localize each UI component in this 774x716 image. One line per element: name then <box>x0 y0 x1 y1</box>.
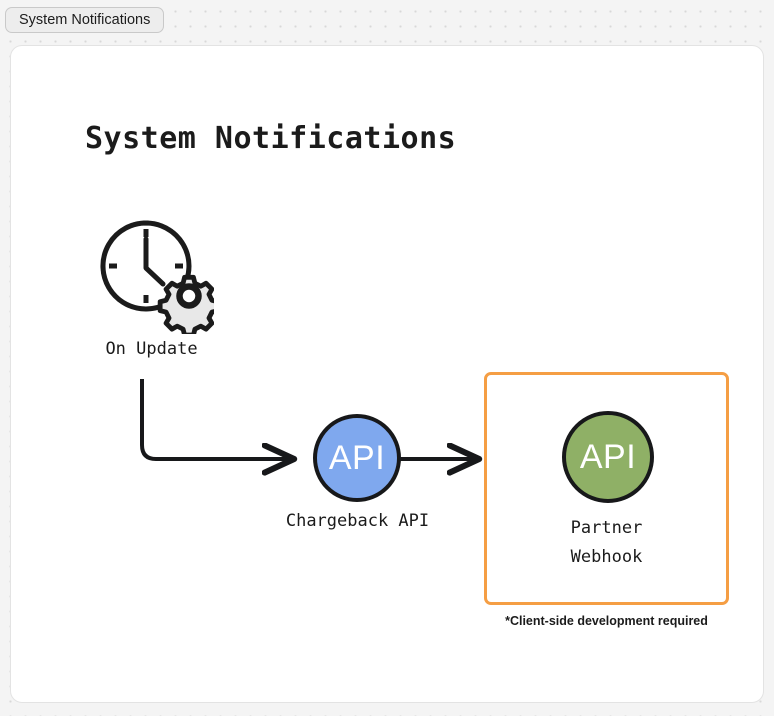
page-title: System Notifications <box>85 121 457 156</box>
partner-api-badge-label: API <box>579 437 637 476</box>
node-chargeback-api[interactable]: API Chargeback API <box>254 414 461 544</box>
chargeback-api-badge-label: API <box>328 438 386 477</box>
diagram: System Notifications <box>11 46 763 702</box>
group-box-footnote: *Client-side development required <box>505 614 708 628</box>
tab-label: System Notifications <box>19 12 151 28</box>
partner-label-line-1: Partner <box>570 518 643 538</box>
node-partner-webhook-label: Partner Webhook <box>484 514 729 572</box>
node-partner-webhook[interactable]: API Partner Webhook <box>484 411 729 571</box>
chargeback-api-circle[interactable]: API <box>313 414 401 502</box>
diagram-canvas-card: System Notifications <box>10 45 764 703</box>
partner-api-circle[interactable]: API <box>562 411 654 503</box>
node-on-update-label: On Update <box>105 339 198 359</box>
tab-system-notifications[interactable]: System Notifications <box>5 7 165 33</box>
node-on-update[interactable]: On Update <box>79 209 224 369</box>
tab-bar: System Notifications <box>0 0 774 40</box>
clock-gear-icon <box>100 220 214 334</box>
partner-webhook-group-box <box>484 372 729 605</box>
partner-label-line-2: Webhook <box>570 547 643 567</box>
node-chargeback-api-label: Chargeback API <box>285 511 430 531</box>
